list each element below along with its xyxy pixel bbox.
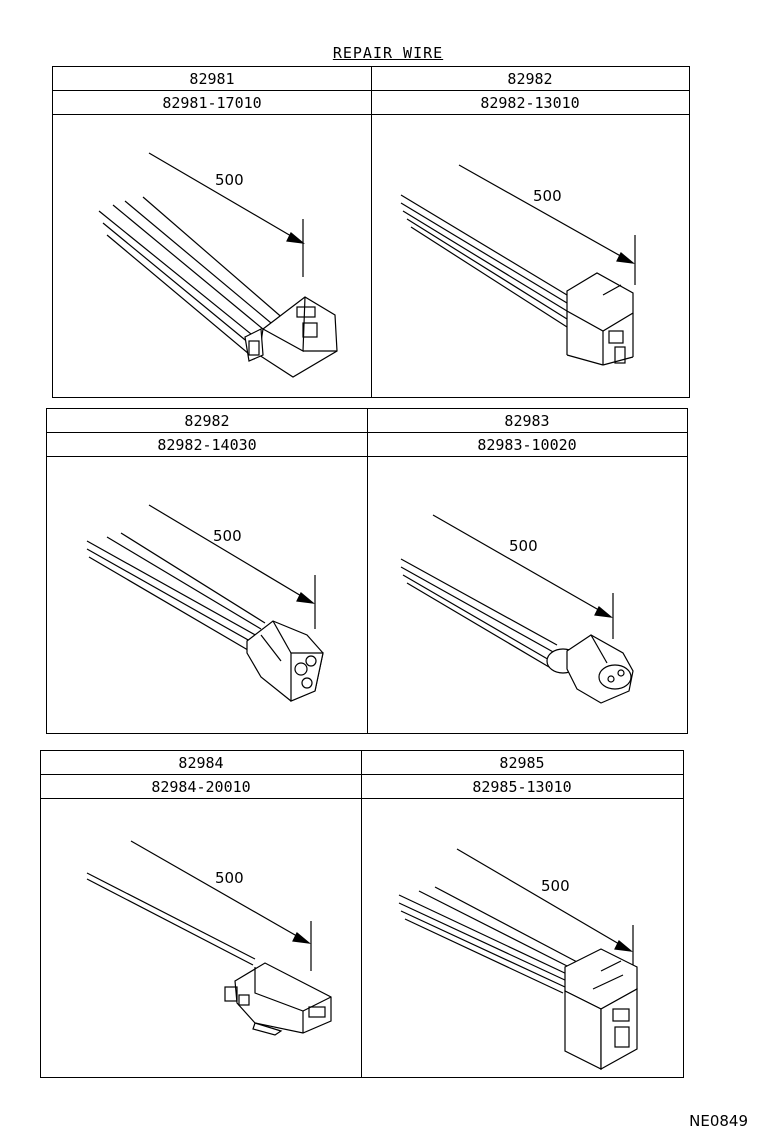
wire-bundle <box>400 194 568 328</box>
panel-divider <box>361 751 362 1077</box>
length-dimension: 500 <box>533 187 562 205</box>
wire-bundle <box>400 558 558 668</box>
dimension-arrow <box>148 152 305 277</box>
length-dimension: 500 <box>541 877 570 895</box>
connector-body <box>546 634 634 704</box>
connector-drawing: 500 <box>361 799 683 1077</box>
connector-drawing: 500 <box>367 457 687 733</box>
repair-wire-panel-2: 82982 82982-14030 500 <box>46 408 688 734</box>
repair-wire-82985-13010: 82985 82985-13010 500 <box>361 751 683 1077</box>
part-number-label: 82982-14030 <box>47 433 367 457</box>
part-group-label: 82982 <box>371 67 689 91</box>
repair-wire-82982-14030: 82982 82982-14030 500 <box>47 409 367 733</box>
connector-body <box>566 272 634 366</box>
part-number-label: 82985-13010 <box>361 775 683 799</box>
part-number-label: 82983-10020 <box>367 433 687 457</box>
wire-bundle <box>86 872 256 966</box>
dimension-arrow <box>432 514 614 639</box>
panel-divider <box>371 67 372 397</box>
part-group-label: 82984 <box>41 751 361 775</box>
part-number-label: 82984-20010 <box>41 775 361 799</box>
connector-body <box>224 962 332 1036</box>
repair-wire-82983-10020: 82983 82983-10020 500 <box>367 409 687 733</box>
wire-bundle <box>398 886 580 994</box>
connector-drawing: 500 <box>47 457 367 733</box>
length-dimension: 500 <box>509 537 538 555</box>
panel-divider <box>367 409 368 733</box>
part-group-label: 82983 <box>367 409 687 433</box>
connector-drawing: 500 <box>53 115 371 397</box>
repair-wire-82982-13010: 82982 82982-13010 500 <box>371 67 689 397</box>
repair-wire-panel-3: 82984 82984-20010 500 <box>40 750 684 1078</box>
repair-wire-panel-1: 82981 82981-17010 500 <box>52 66 690 398</box>
page-title: REPAIR WIRE <box>332 44 444 62</box>
dimension-arrow <box>130 840 312 971</box>
part-number-label: 82981-17010 <box>53 91 371 115</box>
part-group-label: 82981 <box>53 67 371 91</box>
connector-body <box>244 296 338 378</box>
drawing-code: NE0849 <box>689 1112 748 1130</box>
length-dimension: 500 <box>215 869 244 887</box>
connector-drawing: 500 <box>371 115 689 397</box>
connector-body <box>564 948 638 1071</box>
dimension-arrow <box>458 164 636 285</box>
part-group-label: 82982 <box>47 409 367 433</box>
part-number-label: 82982-13010 <box>371 91 689 115</box>
dimension-arrow <box>148 504 316 629</box>
connector-body <box>246 620 324 702</box>
repair-wire-82984-20010: 82984 82984-20010 500 <box>41 751 361 1077</box>
part-group-label: 82985 <box>361 751 683 775</box>
repair-wire-82981-17010: 82981 82981-17010 500 <box>53 67 371 397</box>
wire-bundle <box>98 196 294 360</box>
length-dimension: 500 <box>215 171 244 189</box>
connector-drawing: 500 <box>41 799 361 1077</box>
length-dimension: 500 <box>213 527 242 545</box>
wire-bundle <box>86 532 266 654</box>
